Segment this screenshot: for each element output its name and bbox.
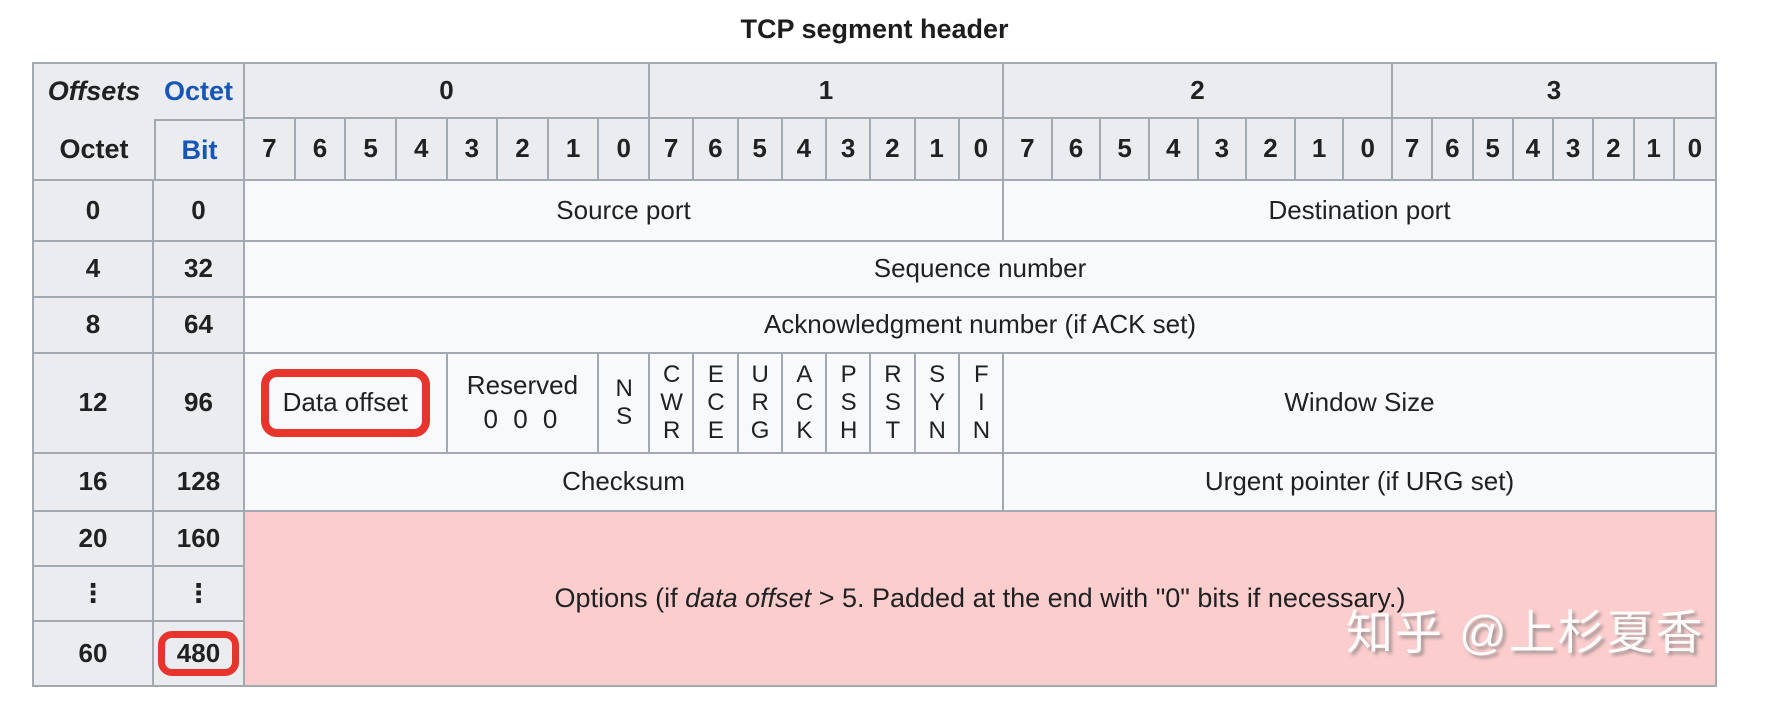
bit-header-cell: 3 (827, 119, 872, 181)
field-acknowledgment-number: Acknowledgment number (if ACK set) (245, 298, 1715, 354)
offsets-label: Offsets (47, 76, 141, 106)
bit-header-cell: 4 (1513, 119, 1554, 181)
field-reserved: Reserved 0 0 0 (447, 354, 600, 454)
bit-offset-cell: 64 (154, 298, 245, 354)
bit-header-cell: 6 (295, 119, 347, 181)
octet-label: Octet (59, 133, 129, 164)
red-annotation-480: 480 (157, 630, 240, 677)
options-text: Options (if data offset > 5. Padded at t… (554, 582, 1406, 613)
field-destination-port: Destination port (1004, 181, 1715, 242)
bit-header-cell: 2 (871, 119, 916, 181)
bit-header-cell: 0 (599, 119, 650, 181)
octet-offset-cell: 60 (34, 622, 154, 685)
field-window-size: Window Size (1004, 354, 1715, 454)
octet-offset-cell: 16 (34, 454, 154, 512)
field-checksum: Checksum (245, 454, 1004, 512)
bit-header-cell: 3 (1198, 119, 1248, 181)
reserved-label: Reserved (466, 370, 579, 401)
flag-urg-label: URG (746, 361, 774, 445)
bit-header-cell: 1 (1295, 119, 1345, 181)
flag-ack-label: ACK (790, 361, 818, 445)
bit-header-cell: 0 (1674, 119, 1715, 181)
bit-header-cell: 3 (1554, 119, 1595, 181)
red-annotation-data-offset: Data offset (260, 369, 430, 437)
bit-offset-ellipsis: ⋮ (154, 567, 245, 622)
bit-header-cell: 6 (694, 119, 739, 181)
flag-syn-label: SYN (923, 361, 951, 445)
octet-group-header-0: 0 (245, 64, 650, 119)
octet-group-header-1: 1 (650, 64, 1004, 119)
field-source-port: Source port (245, 181, 1004, 242)
bit-header-cell: 4 (1149, 119, 1199, 181)
bit-header-cell: 1 (548, 119, 600, 181)
flag-ns-label: NS (610, 375, 638, 431)
bit-header-cell: 4 (396, 119, 448, 181)
bit-header-cell: 1 (1634, 119, 1675, 181)
options-italic-text: data offset (685, 582, 812, 613)
octet-group-header-3: 3 (1393, 64, 1715, 119)
flag-ece: ECE (694, 354, 739, 454)
field-data-offset: Data offset (245, 354, 448, 454)
bit-header-cell: 3 (447, 119, 499, 181)
bit-header-cell: 0 (1344, 119, 1393, 181)
bit-header-cell: 2 (498, 119, 549, 181)
flag-syn: SYN (915, 354, 960, 454)
octet-offset-cell: 12 (34, 354, 154, 454)
flag-fin-label: FIN (967, 361, 995, 445)
bit-header-cell: 7 (650, 119, 695, 181)
bit-offset-cell: 0 (154, 181, 245, 242)
octet-offset-cell: 20 (34, 512, 154, 567)
bit-offset-cell: 480 (154, 622, 245, 685)
field-urgent-pointer: Urgent pointer (if URG set) (1004, 454, 1715, 512)
octet-offset-ellipsis: ⋮ (34, 567, 154, 622)
flag-psh-label: PSH (835, 361, 863, 445)
flag-cwr: CWR (650, 354, 695, 454)
bit-link[interactable]: Bit (154, 119, 243, 179)
bit-header-cell: 7 (1393, 119, 1434, 181)
flag-ack: ACK (782, 354, 827, 454)
octet-group-header-2: 2 (1004, 64, 1393, 119)
flag-rst-label: RST (879, 361, 907, 445)
bit-offset-cell: 96 (154, 354, 245, 454)
tcp-header-table: Offsets Octet Octet Bit 0 1 2 3 7 6 5 4 … (32, 62, 1717, 687)
flag-ns: NS (599, 354, 650, 454)
bit-header-cell: 5 (1473, 119, 1514, 181)
flag-ece-label: ECE (702, 361, 730, 445)
octet-offset-cell: 0 (34, 181, 154, 242)
flag-psh: PSH (827, 354, 872, 454)
octet-offset-cell: 8 (34, 298, 154, 354)
bit-offset-cell: 160 (154, 512, 245, 567)
bit-header-cell: 5 (738, 119, 783, 181)
bit-header-cell: 5 (346, 119, 397, 181)
octet-link[interactable]: Octet (163, 76, 234, 106)
flag-fin: FIN (959, 354, 1004, 454)
bit-offset-cell: 128 (154, 454, 245, 512)
bit-header-cell: 4 (782, 119, 827, 181)
flag-rst: RST (871, 354, 916, 454)
flag-cwr-label: CWR (658, 361, 686, 445)
offsets-header-block: Offsets Octet Octet Bit (34, 64, 245, 181)
bit-header-cell: 2 (1247, 119, 1296, 181)
bit-header-cell: 7 (245, 119, 296, 181)
bit-header-cell: 2 (1594, 119, 1635, 181)
field-options: Options (if data offset > 5. Padded at t… (245, 512, 1715, 685)
flag-urg: URG (738, 354, 783, 454)
bit-header-cell: 6 (1052, 119, 1102, 181)
bit-header-cell: 5 (1101, 119, 1150, 181)
bit-header-cell: 6 (1433, 119, 1474, 181)
reserved-value: 0 0 0 (483, 404, 562, 434)
field-sequence-number: Sequence number (245, 242, 1715, 298)
diagram-title: TCP segment header (740, 14, 1009, 44)
bit-header-cell: 1 (915, 119, 960, 181)
octet-offset-cell: 4 (34, 242, 154, 298)
bit-offset-cell: 32 (154, 242, 245, 298)
bit-header-cell: 7 (1004, 119, 1053, 181)
bit-header-cell: 0 (959, 119, 1004, 181)
